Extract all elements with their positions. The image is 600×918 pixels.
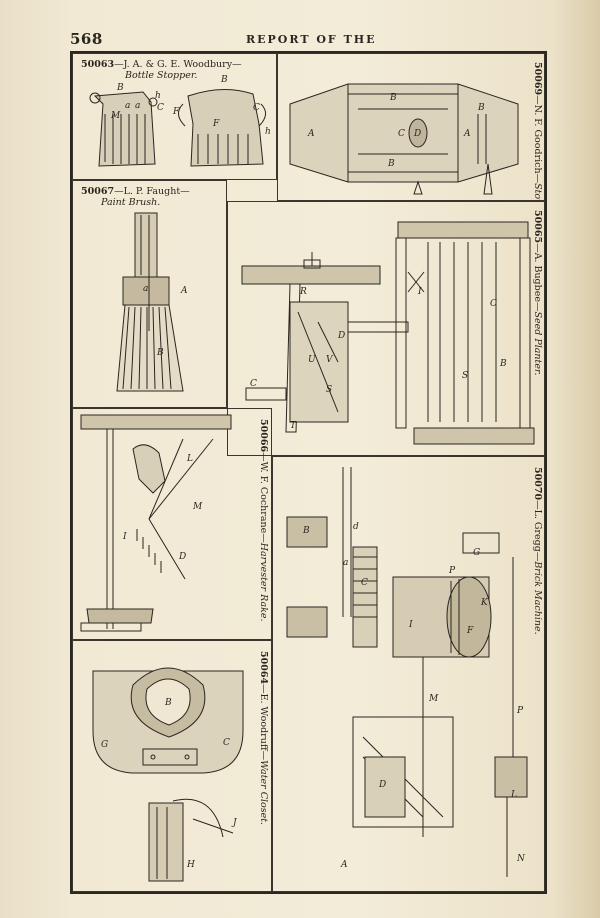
stopper-letter: C xyxy=(157,103,164,113)
running-head: REPORT OF THE xyxy=(246,33,377,46)
brush-letter: a xyxy=(143,284,148,294)
stopper-letter: F xyxy=(172,107,180,117)
rake-letter: L xyxy=(186,454,193,464)
brick-letter: I xyxy=(408,620,413,630)
planter-letter: D xyxy=(337,331,345,341)
brick-letter: M xyxy=(428,694,439,704)
stopper-letter: a xyxy=(135,101,140,111)
stopper-letter-b: B xyxy=(116,83,124,93)
planter-letter: T xyxy=(290,421,297,431)
brush-letter: A xyxy=(180,286,188,296)
brick-letter: P xyxy=(448,566,456,576)
panel-bottle-stopper: 50063—J. A. & G. E. Woodbury— Bottle Sto… xyxy=(72,53,277,180)
bottle-stopper-title: Bottle Stopper. xyxy=(125,70,198,81)
panel-brick-machine: d B C a G P K F I M D L P N A 50070—L. G… xyxy=(272,456,545,892)
brick-letter: A xyxy=(340,860,348,870)
patent-number: 50063 xyxy=(81,59,115,70)
planter-letter: C xyxy=(490,299,497,309)
water-closet-figure: B G C J H xyxy=(92,667,244,882)
closet-letter: B xyxy=(164,698,172,708)
bottle-stopper-figure: B h C M a a B F F C h xyxy=(89,75,271,167)
planter-letter: B xyxy=(499,359,507,369)
paint-brush-title: Paint Brush. xyxy=(101,197,161,208)
stovepipe-letter: B xyxy=(477,103,485,113)
stopper-letter: F xyxy=(212,119,220,129)
brick-letter: K xyxy=(480,598,489,608)
brick-letter: d xyxy=(353,522,359,532)
harvester-rake-caption: 50066—W. F. Cochrane—Harvester Rake. xyxy=(258,419,269,622)
paint-brush-figure: A B a xyxy=(116,212,188,392)
water-closet-caption: 50064—E. Woodruff—Water Closet. xyxy=(258,651,269,826)
brick-letter: D xyxy=(378,780,386,790)
brick-machine-caption: 50070—L. Gregg—Brick Machine. xyxy=(532,467,543,635)
stopper-letter: a xyxy=(125,101,130,111)
rake-letter: M xyxy=(192,502,203,512)
brick-letter: B xyxy=(302,526,310,536)
brick-letter: P xyxy=(516,706,524,716)
planter-letter: V xyxy=(326,355,334,365)
inventor-names: —J. A. & G. E. Woodbury— xyxy=(114,59,242,70)
brick-machine-figure: d B C a G P K F I M D L P N A xyxy=(286,467,528,877)
panel-harvester-rake: L M I D 50066—W. F. Cochrane—Harvester R… xyxy=(72,408,272,640)
panel-stove-pipe: A B C D B A B 50069—N. F. Goodrich—Stove… xyxy=(277,53,545,201)
planter-letter: R xyxy=(299,287,307,297)
planter-letter: S xyxy=(462,371,468,381)
closet-letter: H xyxy=(186,860,195,870)
patent-plate: 50063—J. A. & G. E. Woodbury— Bottle Sto… xyxy=(70,51,547,894)
brick-letter: N xyxy=(516,854,526,864)
brick-letter: a xyxy=(343,558,348,568)
stovepipe-letter: B xyxy=(387,159,395,169)
stovepipe-letter: B xyxy=(389,93,397,103)
page-number: 568 xyxy=(70,30,103,48)
stopper-letter: h xyxy=(265,127,271,137)
planter-letter: I xyxy=(417,287,422,297)
stovepipe-letter: A xyxy=(307,129,315,139)
stove-pipe-caption: 50069—N. F. Goodrich—Stove Pipe. xyxy=(532,62,543,200)
brush-letter: B xyxy=(156,348,164,358)
stovepipe-letter: D xyxy=(413,129,421,139)
closet-letter: G xyxy=(101,740,108,750)
rake-letter: D xyxy=(178,552,186,562)
stopper-letter: B xyxy=(220,75,228,85)
panel-water-closet: B G C J H 50064—E. Woodruff—Water Closet… xyxy=(72,640,272,892)
bottle-stopper-caption: 50063—J. A. & G. E. Woodbury— xyxy=(81,59,242,70)
brick-letter: F xyxy=(466,626,474,636)
closet-letter: J xyxy=(231,818,238,828)
seed-planter-figure: R D U V S C T I C S B xyxy=(241,221,535,445)
stovepipe-letter: C xyxy=(398,129,405,139)
stopper-letter: h xyxy=(155,91,161,101)
planter-letter: U xyxy=(308,355,316,365)
brick-letter: L xyxy=(510,790,517,800)
rake-letter: I xyxy=(122,532,127,542)
paint-brush-caption: 50067—L. P. Faught— xyxy=(81,186,190,197)
harvester-rake-figure: L M I D xyxy=(80,414,232,632)
planter-letter: S xyxy=(326,385,332,395)
seed-planter-caption: 50065—A. Bugbee—Seed Planter. xyxy=(532,210,543,376)
brick-letter: C xyxy=(361,578,368,588)
panel-seed-planter: R D U V S C T I C S B 50065—A. Bugbee—Se… xyxy=(227,201,545,456)
stopper-letter: C xyxy=(253,103,260,113)
panel-paint-brush: 50067—L. P. Faught— Paint Brush. A B a xyxy=(72,180,227,408)
stovepipe-letter: A xyxy=(463,129,471,139)
stove-pipe-figure: A B C D B A B xyxy=(289,83,519,195)
stopper-letter: M xyxy=(110,111,121,121)
brick-letter: G xyxy=(473,548,480,558)
planter-letter: C xyxy=(250,379,257,389)
closet-letter: C xyxy=(223,738,230,748)
